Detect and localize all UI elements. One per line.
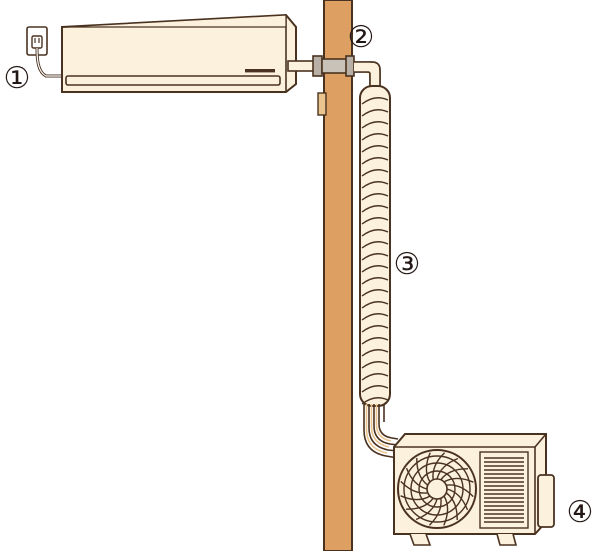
tape-wrap-line xyxy=(361,361,389,369)
tape-wrap-line xyxy=(361,337,389,345)
tape-wrap-line xyxy=(361,265,389,273)
fan-blade-line xyxy=(425,452,431,483)
fan-blade-line xyxy=(443,477,474,483)
fan-blade-line xyxy=(436,457,459,480)
tape-wrap-line xyxy=(361,121,389,129)
fan-blade-line xyxy=(400,480,428,494)
indoor-unit xyxy=(61,13,297,93)
tape-wrap-line xyxy=(361,385,389,393)
fan-blade-line xyxy=(405,497,434,510)
connecting-pipes-fill xyxy=(365,404,392,454)
wall xyxy=(323,0,353,551)
fan-blade-line xyxy=(416,457,429,486)
fan-blade-line xyxy=(415,498,438,521)
tape-wrap-line xyxy=(361,253,389,261)
tape-wrap-line xyxy=(361,205,389,213)
tape-wrap-line xyxy=(361,169,389,177)
callout-1: ① xyxy=(3,61,31,96)
fan-blade-line xyxy=(440,468,469,481)
tape-wrap-line xyxy=(361,145,389,153)
outdoor-pipe xyxy=(354,61,381,88)
fan-grille-icon xyxy=(397,449,477,529)
grille-ring xyxy=(410,462,464,516)
fan-blade-line xyxy=(428,498,442,526)
tape-wrap-line xyxy=(361,133,389,141)
wall-sleeve xyxy=(312,55,355,77)
power-outlet-icon xyxy=(26,26,62,78)
fan-blade-line xyxy=(446,488,469,511)
tape-wrap-line xyxy=(361,277,389,285)
tape-wrap-line xyxy=(361,181,389,189)
fan-blade-line xyxy=(405,467,428,490)
callout-3: ③ xyxy=(393,247,421,282)
indicator-lights xyxy=(245,69,275,73)
fan-blade-line xyxy=(445,492,458,521)
grille-ring xyxy=(418,470,456,508)
tape-wrap-line xyxy=(361,109,389,117)
fan-blade-line xyxy=(446,484,474,498)
fan-blade-line xyxy=(443,495,449,526)
connecting-pipes xyxy=(363,404,399,459)
tape-wrap-line xyxy=(361,313,389,321)
fan-blade-line xyxy=(432,452,446,480)
tape-wrap-line xyxy=(361,325,389,333)
grille-ring xyxy=(403,455,471,523)
callout-4: ④ xyxy=(566,495,594,530)
tape-wrap-line xyxy=(361,97,389,105)
tape-wrap-line xyxy=(361,289,389,297)
tape-wrap-line xyxy=(361,349,389,357)
tape-wrap-line xyxy=(361,157,389,165)
callout-2: ② xyxy=(347,20,375,55)
pipe-cover xyxy=(359,85,391,407)
tape-wrap-line xyxy=(361,397,389,405)
tape-wrap-line xyxy=(361,229,389,237)
tape-wrap-line xyxy=(361,241,389,249)
fan-blade-line xyxy=(400,495,431,501)
tape-wrap-line xyxy=(361,301,389,309)
tape-wrap-line xyxy=(361,217,389,225)
tape-wrap-line xyxy=(361,373,389,381)
tape-wrap-line xyxy=(361,193,389,201)
